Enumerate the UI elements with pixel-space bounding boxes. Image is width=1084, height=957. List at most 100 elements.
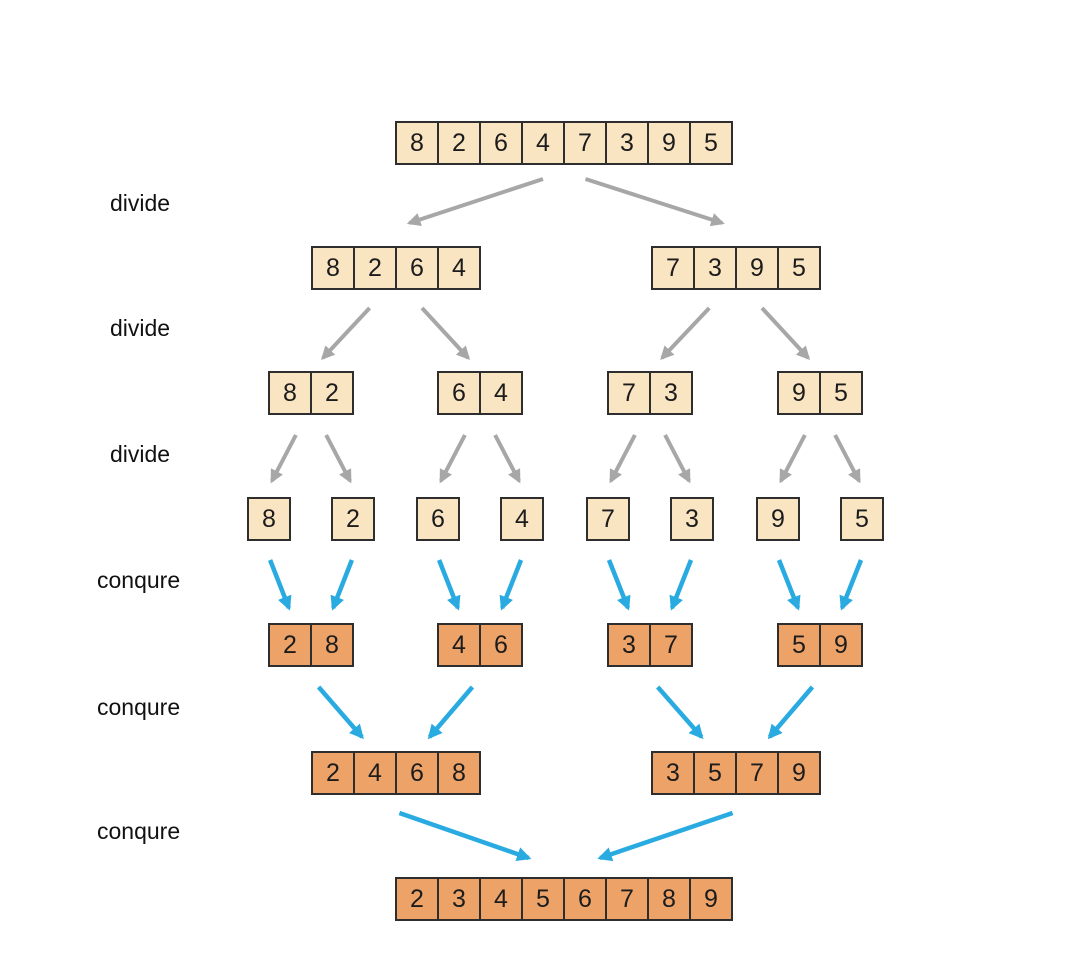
divide-arrow: [321, 306, 372, 360]
array-cell: 6: [395, 751, 439, 795]
array-cell: 8: [395, 121, 439, 165]
array-group: 4: [500, 497, 544, 541]
array-cell: 2: [395, 877, 439, 921]
array-cell: 5: [693, 751, 737, 795]
array-cell: 6: [563, 877, 607, 921]
array-cell: 7: [605, 877, 649, 921]
array-group: 6: [416, 497, 460, 541]
array-cell: 9: [777, 371, 821, 415]
array-cell: 6: [416, 497, 460, 541]
array-cell: 2: [310, 371, 354, 415]
conquer-arrow: [767, 685, 815, 740]
divide-arrow: [609, 434, 637, 484]
array-cell: 7: [735, 751, 779, 795]
array-cell: 4: [353, 751, 397, 795]
array-cell: 8: [647, 877, 691, 921]
array-cell: 2: [437, 121, 481, 165]
array-cell: 2: [268, 623, 312, 667]
conquer-arrow: [437, 559, 461, 611]
array-group: 5: [840, 497, 884, 541]
divide-arrow: [660, 306, 711, 360]
divide-arrow: [760, 306, 811, 360]
phase-label-divide-3: divide: [110, 441, 171, 467]
conquer-arrow: [330, 559, 354, 611]
divide-arrow: [324, 434, 352, 484]
array-cell: 3: [670, 497, 714, 541]
conquer-arrow: [268, 559, 292, 611]
conquer-arrow: [427, 685, 475, 740]
array-cell: 7: [586, 497, 630, 541]
array-cell: 8: [247, 497, 291, 541]
conquer-arrow: [606, 559, 631, 611]
array-group: 2: [331, 497, 375, 541]
divide-arrow: [833, 434, 861, 484]
array-group: 7: [586, 497, 630, 541]
array-cell: 7: [607, 371, 651, 415]
array-cell: 3: [693, 246, 737, 290]
divide-arrow: [420, 306, 471, 360]
array-cell: 9: [777, 751, 821, 795]
array-cell: 7: [563, 121, 607, 165]
array-cell: 4: [437, 623, 481, 667]
array-group: 3: [670, 497, 714, 541]
array-cell: 5: [819, 371, 863, 415]
array-cell: 3: [605, 121, 649, 165]
array-group: 9: [756, 497, 800, 541]
array-cell: 2: [311, 751, 355, 795]
array-cell: 6: [479, 623, 523, 667]
divide-arrow: [270, 434, 298, 484]
array-cell: 4: [479, 877, 523, 921]
divide-arrow: [779, 434, 807, 484]
phase-label-conquer-3: conqure: [97, 818, 181, 844]
array-cell: 4: [437, 246, 481, 290]
phase-label-conquer-2: conqure: [97, 694, 181, 720]
conquer-arrow: [656, 685, 704, 740]
conquer-arrow: [669, 559, 694, 611]
array-cell: 8: [268, 371, 312, 415]
phase-label-divide-1: divide: [110, 190, 171, 216]
array-group: 8: [247, 497, 291, 541]
array-cell: 5: [777, 623, 821, 667]
array-cell: 5: [689, 121, 733, 165]
divide-arrow: [406, 177, 544, 227]
array-cell: 3: [437, 877, 481, 921]
array-cell: 4: [521, 121, 565, 165]
array-cell: 7: [651, 246, 695, 290]
conquer-arrow: [316, 685, 364, 740]
divide-arrow: [493, 434, 521, 484]
conquer-arrow: [839, 559, 864, 611]
array-cell: 9: [819, 623, 863, 667]
phase-label-conquer-1: conqure: [97, 567, 181, 593]
array-cell: 5: [521, 877, 565, 921]
array-cell: 4: [500, 497, 544, 541]
array-cell: 7: [649, 623, 693, 667]
conquer-arrow: [398, 810, 532, 862]
array-cell: 9: [689, 877, 733, 921]
array-cell: 5: [840, 497, 884, 541]
array-cell: 6: [479, 121, 523, 165]
array-cell: 3: [649, 371, 693, 415]
array-cell: 8: [437, 751, 481, 795]
array-cell: 4: [479, 371, 523, 415]
conquer-arrow: [499, 559, 524, 611]
array-cell: 9: [735, 246, 779, 290]
divide-arrow: [584, 177, 725, 227]
array-cell: 3: [651, 751, 695, 795]
array-cell: 5: [777, 246, 821, 290]
